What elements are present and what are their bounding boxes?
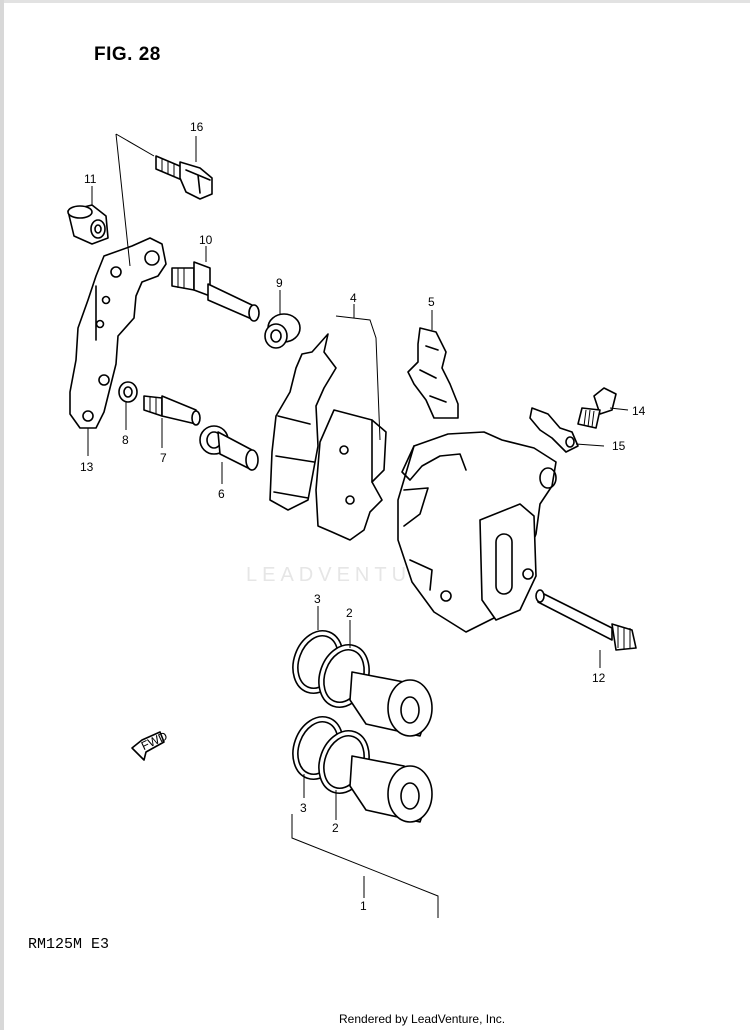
callout-2-lower: 2 [332, 821, 339, 835]
part-7-pin [143, 395, 201, 426]
watermark: LEADVENTURE [246, 564, 449, 586]
callout-labels: 16 11 10 9 4 5 14 15 13 8 7 6 12 3 2 3 2… [80, 120, 646, 913]
callout-7: 7 [160, 451, 167, 465]
leader-4 [335, 315, 381, 441]
piston-seal-set-lower [292, 716, 433, 823]
callout-2-upper: 2 [346, 606, 353, 620]
callout-15: 15 [612, 439, 626, 453]
piston-seal-set-upper [292, 630, 433, 737]
callout-13: 13 [80, 460, 94, 474]
fwd-arrow-icon: FWD [131, 729, 170, 761]
part-10-pin [171, 261, 260, 322]
group-bracket-1 [291, 814, 439, 918]
callout-3-upper: 3 [314, 592, 321, 606]
leader-lines [87, 136, 629, 898]
figure-title: FIG. 28 [94, 44, 161, 65]
callout-12: 12 [592, 671, 606, 685]
part-4-brake-pads [269, 333, 387, 541]
leader-16 [115, 133, 155, 267]
callout-14: 14 [632, 404, 646, 418]
part-16-bolt [155, 155, 213, 200]
part-14-bleed-screw [577, 387, 617, 429]
part-6-pin [199, 425, 259, 471]
part-9-boot [264, 313, 301, 349]
part-13-bracket [69, 237, 167, 429]
callout-4: 4 [350, 291, 357, 305]
caliper-body [397, 431, 557, 633]
footer-credit: Rendered by LeadVenture, Inc. [339, 1012, 506, 1026]
callout-11: 11 [84, 172, 97, 186]
part-12-long-pin [535, 589, 637, 651]
callout-16: 16 [190, 120, 204, 134]
callout-3-lower: 3 [300, 801, 307, 815]
scan-edge-left [0, 0, 4, 1030]
callout-8: 8 [122, 433, 129, 447]
part-11-sleeve [67, 204, 109, 245]
callout-9: 9 [276, 276, 283, 290]
callout-1: 1 [360, 899, 367, 913]
callout-5: 5 [428, 295, 435, 309]
fwd-label: FWD [139, 729, 170, 753]
part-15-cap [529, 407, 579, 453]
callout-6: 6 [218, 487, 225, 501]
part-8-washer [118, 381, 138, 403]
model-code: RM125M E3 [28, 936, 110, 953]
scan-edge-top [0, 0, 750, 3]
part-5-pad-spring [407, 327, 459, 419]
callout-10: 10 [199, 233, 213, 247]
